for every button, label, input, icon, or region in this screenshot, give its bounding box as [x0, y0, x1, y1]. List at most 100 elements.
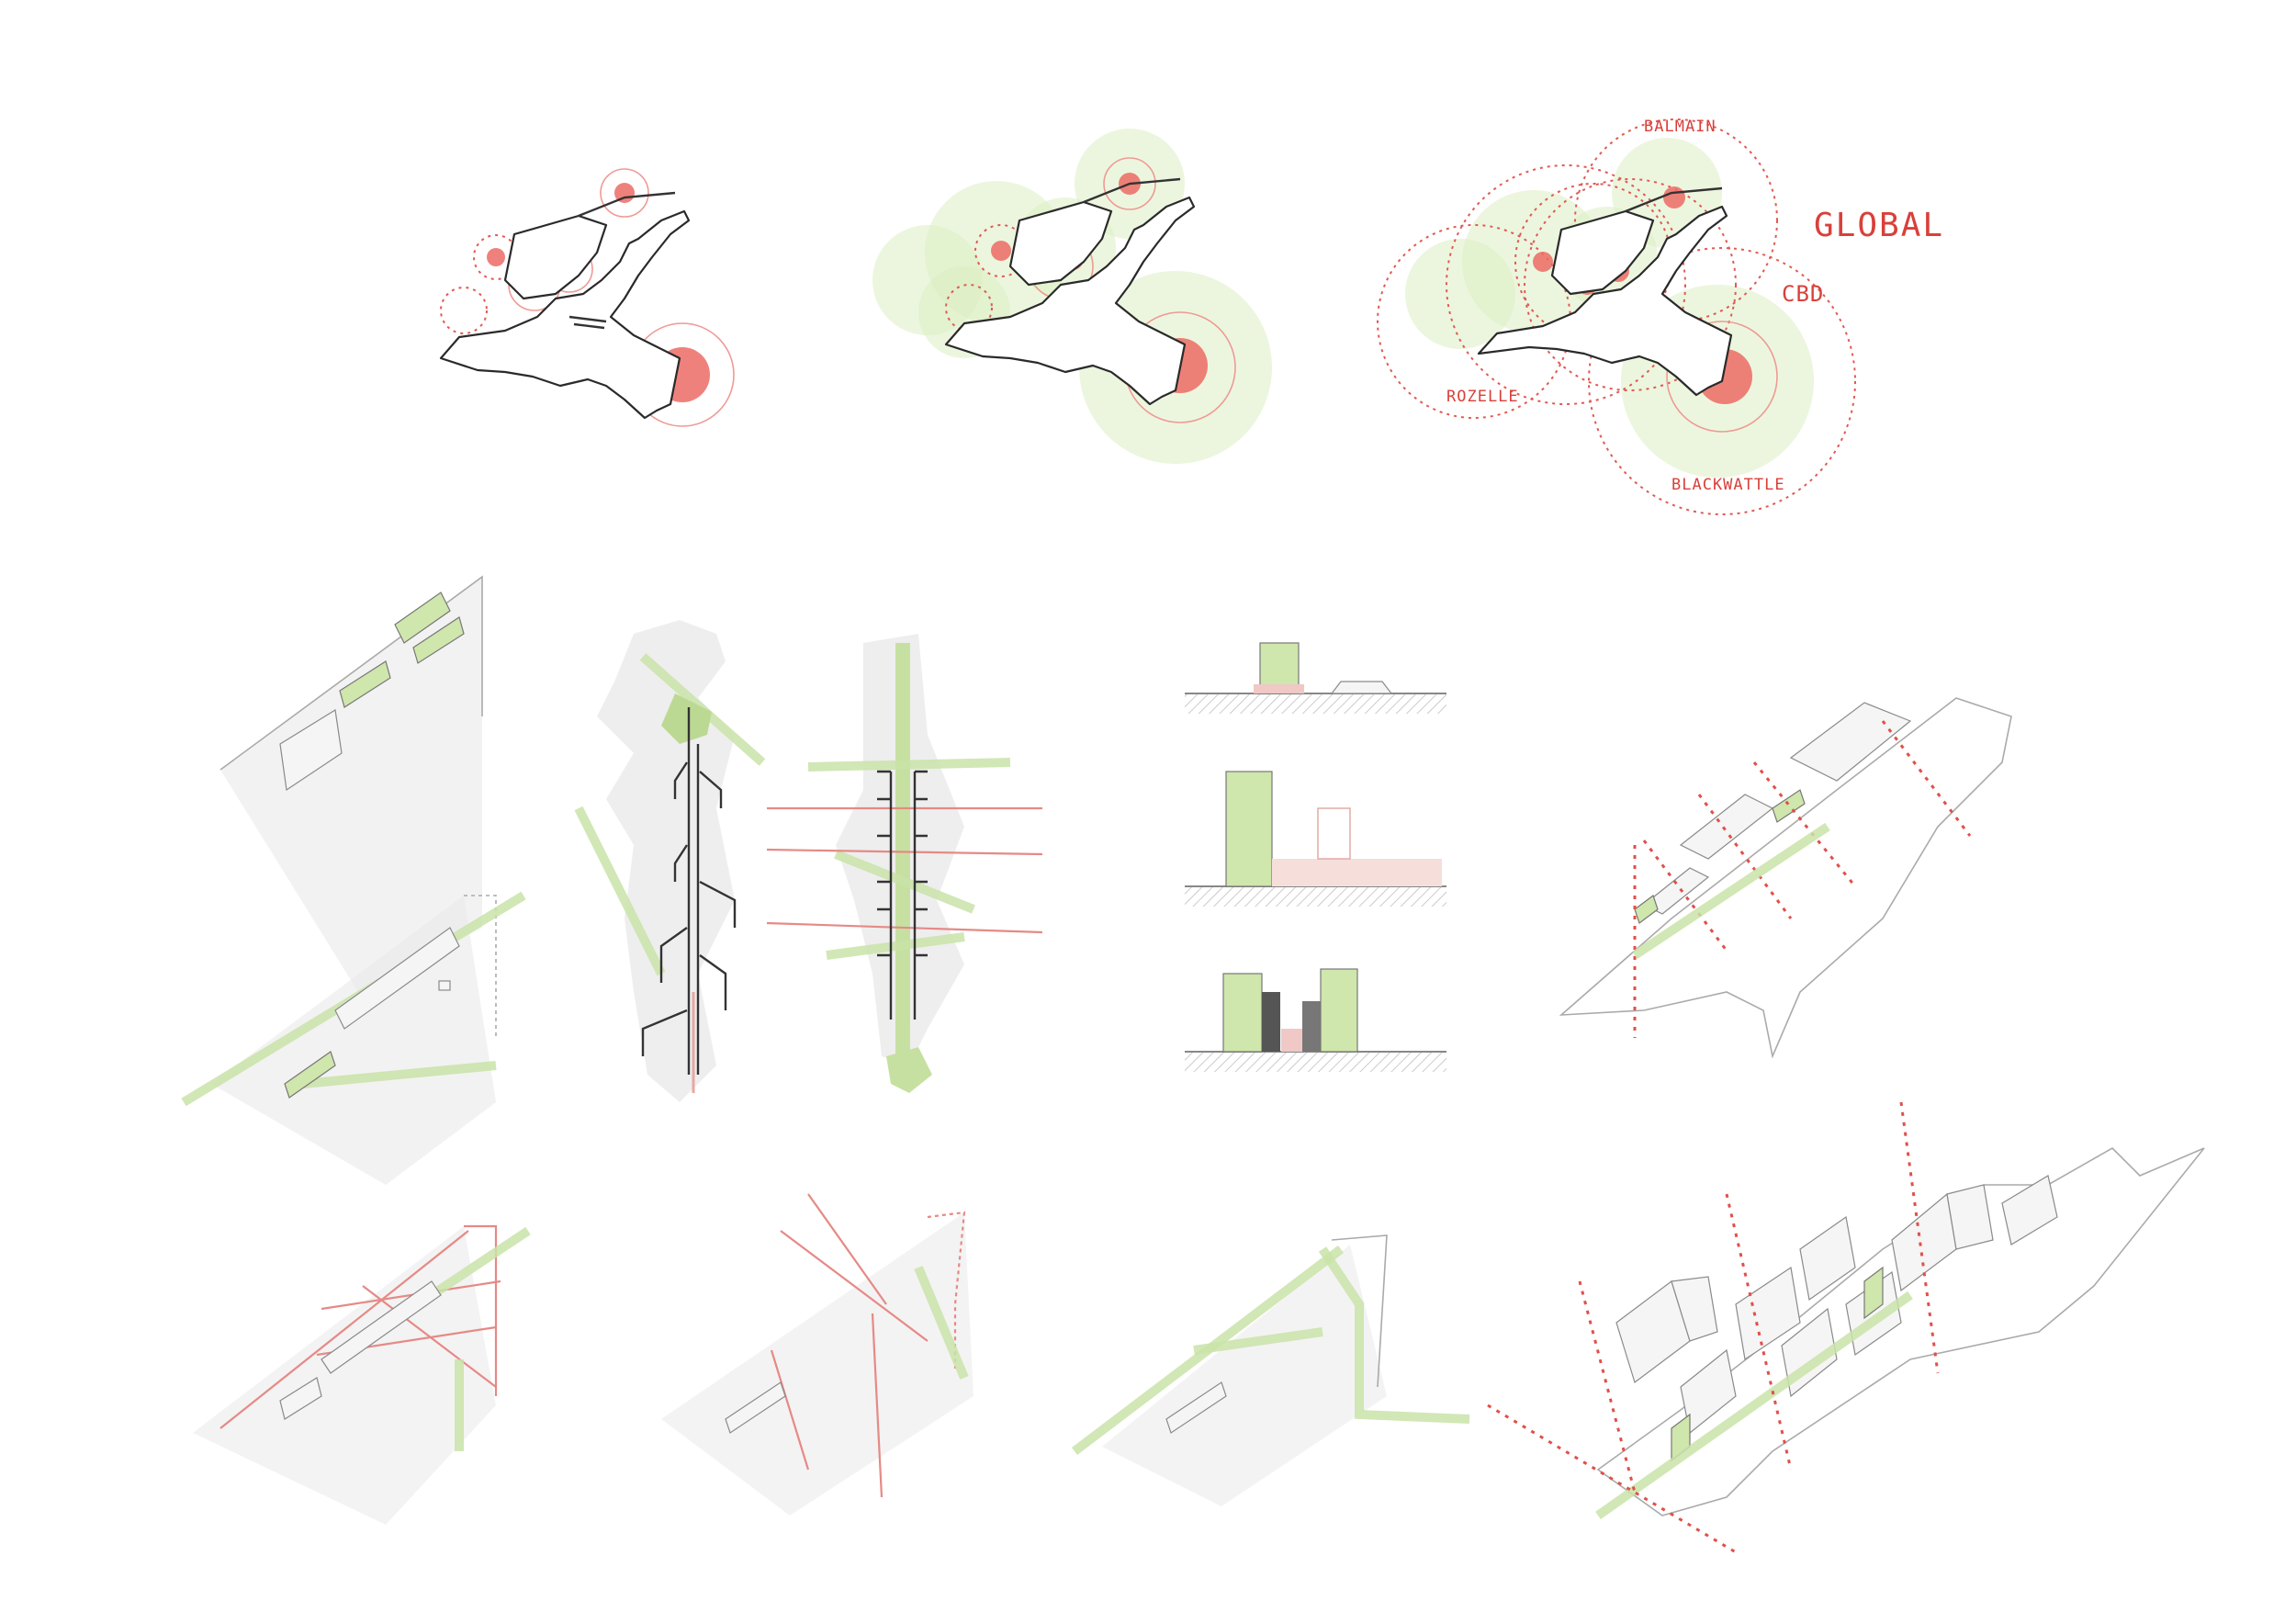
site-boundary [1331, 1234, 1388, 1388]
site-shadow [1102, 1245, 1387, 1506]
catchment-ring [440, 287, 488, 334]
hub-marker [1533, 252, 1553, 272]
small-structure [438, 980, 451, 991]
catchment-ring [1666, 321, 1778, 433]
label-global: GLOBAL [1814, 207, 1944, 244]
peninsula-outline [1008, 200, 1113, 287]
site-shadow [193, 1226, 496, 1525]
axonometric-red-grid [193, 1224, 531, 1525]
green-corridor [1632, 822, 1830, 960]
cbd-catchment-ring [1524, 178, 1737, 391]
section-diagram-1 [1185, 642, 1446, 714]
axonometric-red-connections [661, 1193, 974, 1516]
building-mass [279, 709, 343, 792]
plan-strip-green-spine [574, 620, 766, 1102]
hub-marker [487, 248, 505, 266]
section-podium [1272, 859, 1442, 886]
catchment-map-global: BALMAIN GLOBAL CBD ROZELLE BLACKWATTLE [1377, 118, 1944, 515]
section-diagram-2 [1185, 771, 1446, 907]
label-rozelle: ROZELLE [1446, 388, 1519, 406]
tower-mass [1799, 1215, 1856, 1302]
catchment-ring [600, 168, 649, 218]
hub-marker [991, 241, 1011, 261]
catchment-ring [945, 284, 993, 332]
green-terminus [886, 1047, 932, 1093]
connection-axis [1487, 1403, 1737, 1554]
section-tower-green [1225, 771, 1273, 887]
ground-hatch [1185, 1052, 1446, 1072]
red-axis [871, 1313, 884, 1498]
section-diagram-3 [1185, 968, 1446, 1072]
harbour-coastline [944, 196, 1196, 406]
green-axis [574, 806, 666, 976]
site-boundary [219, 575, 483, 771]
green-building-mass [339, 660, 391, 708]
green-corridor [1193, 1327, 1323, 1355]
building-mass [321, 1280, 442, 1374]
connection-axis [1578, 1280, 1637, 1493]
street-edges [641, 761, 737, 1056]
central-route [687, 707, 700, 1075]
harbour-coastline [439, 209, 691, 420]
site-shadow [661, 1212, 974, 1516]
green-corridor [1318, 1246, 1470, 1424]
road-line [1625, 186, 1723, 213]
label-blackwattle: BLACKWATTLE [1671, 476, 1785, 494]
catchment-map-regional [872, 129, 1272, 464]
green-corridor [1595, 1291, 1913, 1520]
green-building-mass [1772, 789, 1806, 823]
site-boundary [927, 1211, 966, 1369]
connection-axis [1725, 1193, 1793, 1471]
tower-mass [1671, 1276, 1718, 1342]
red-axis [770, 1349, 810, 1471]
connection-axis [1881, 720, 1972, 837]
plaza-green [661, 693, 712, 744]
building-mass [334, 927, 460, 1030]
peninsula-outline [1550, 209, 1655, 296]
blackwattle-catchment-ring [1588, 247, 1856, 515]
axonometric-masterplan-links [1559, 697, 2012, 1059]
green-crossing [826, 932, 965, 960]
green-corridor [914, 1266, 969, 1380]
green-crossing [807, 758, 1011, 772]
tower-mass [1946, 1184, 1994, 1250]
hub-marker [1663, 186, 1685, 209]
plan-strip-crossings [766, 634, 1043, 1093]
connection-axis [1752, 761, 1857, 887]
section-podium [1281, 1029, 1302, 1052]
label-cbd: CBD [1782, 281, 1824, 307]
axonometric-green-network [1071, 1234, 1470, 1506]
building-mass [279, 1377, 322, 1420]
catchment-map-local [439, 168, 735, 427]
section-outline-building [1317, 807, 1351, 860]
site-boundary [1559, 697, 2012, 1059]
harbour-coastline [1477, 205, 1733, 397]
building-mass [725, 1381, 786, 1434]
bridge-line [568, 315, 607, 330]
green-spine [895, 643, 910, 1056]
section-podium [1254, 684, 1304, 693]
site-boundary [1596, 1147, 2205, 1516]
street-edges [877, 770, 928, 1020]
site-boundary [464, 1224, 498, 1396]
building-mass [1679, 794, 1774, 860]
green-building-mass [284, 1051, 336, 1099]
building-mass [1789, 702, 1912, 782]
section-shadow-block [1302, 1001, 1321, 1052]
section-shadow-block [1262, 992, 1280, 1052]
red-axis [219, 1230, 469, 1429]
section-building-green [1320, 968, 1358, 1053]
green-building-mass [1634, 895, 1659, 924]
red-crossing [766, 848, 1043, 856]
green-building-mass [412, 616, 465, 664]
ground-hatch [1185, 693, 1446, 714]
tower-mass [1735, 1266, 1801, 1361]
section-structure [1330, 681, 1393, 694]
green-crossing [834, 850, 975, 914]
section-building-green [1222, 973, 1263, 1053]
catchment-ring [1446, 164, 1686, 405]
road-line [1083, 177, 1181, 204]
catchment-halo [1405, 239, 1515, 349]
green-corridor [302, 1061, 497, 1088]
